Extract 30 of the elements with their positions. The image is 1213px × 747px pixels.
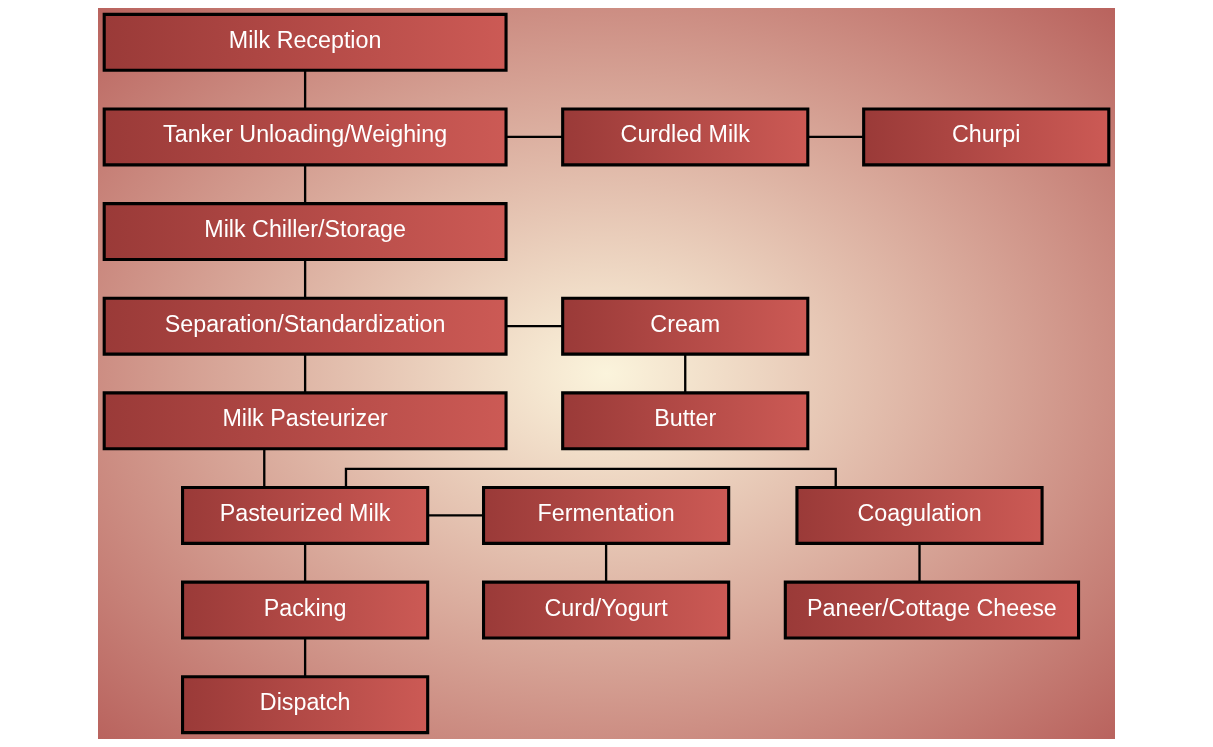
node-box: Fermentation (482, 485, 731, 545)
node-box: Milk Reception (102, 12, 508, 72)
connector (604, 543, 608, 582)
node-box: Packing (181, 580, 430, 640)
connector (506, 135, 563, 139)
node-box: Curd/Yogurt (482, 580, 731, 640)
node-box: Churpi (862, 107, 1111, 167)
node-box: Milk Chiller/Storage (102, 202, 508, 262)
connector (303, 638, 307, 677)
connector (303, 259, 307, 298)
node-box: Pasteurized Milk (181, 485, 430, 545)
node-box: Milk Pasteurizer (102, 391, 508, 451)
connector (684, 354, 687, 393)
connector (263, 449, 266, 488)
connector (303, 354, 307, 393)
connector (918, 543, 921, 582)
connector (303, 165, 307, 204)
node-box: Dispatch (181, 675, 430, 735)
connector (303, 70, 307, 109)
connector (808, 135, 864, 139)
connector (506, 325, 563, 328)
node-box: Tanker Unloading/Weighing (102, 107, 508, 167)
node-box: Coagulation (795, 485, 1044, 545)
connector (428, 514, 484, 517)
connector (303, 543, 307, 582)
node-box: Cream (561, 296, 810, 356)
node-box: Separation/Standardization (102, 296, 508, 356)
node-box: Butter (561, 391, 810, 451)
node-box: Paneer/Cottage Cheese (783, 580, 1081, 640)
node-box: Curdled Milk (561, 107, 810, 167)
